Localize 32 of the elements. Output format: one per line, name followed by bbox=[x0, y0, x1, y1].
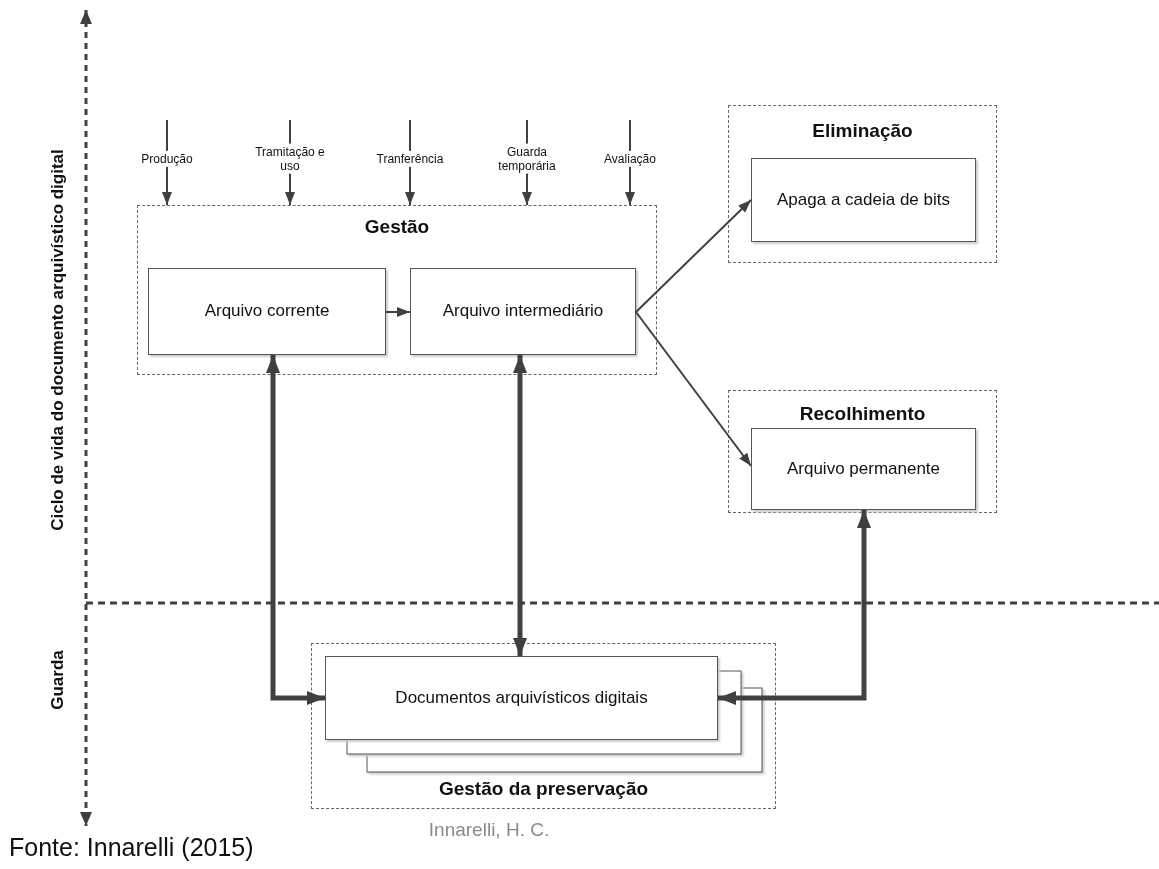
arrow bbox=[635, 199, 752, 313]
edge-label: Tramitação e uso bbox=[254, 143, 326, 174]
process-box bbox=[325, 656, 718, 740]
group-heading: Gestão bbox=[363, 216, 431, 238]
arrow bbox=[635, 311, 752, 467]
box-label: Arquivo permanente bbox=[785, 457, 942, 480]
box-label: Apaga a cadeia de bits bbox=[776, 188, 951, 211]
edge-label: Tranferência bbox=[376, 150, 444, 167]
process-box bbox=[148, 268, 386, 355]
edge-label: Produção bbox=[141, 150, 193, 167]
arrow bbox=[513, 355, 527, 656]
group-frame bbox=[728, 390, 997, 513]
group-frame bbox=[137, 205, 657, 375]
process-box bbox=[751, 158, 976, 242]
axis-label: Guarda bbox=[47, 649, 68, 712]
arrow bbox=[718, 510, 871, 705]
edge-label: Avaliação bbox=[604, 150, 656, 167]
process-box bbox=[751, 428, 976, 510]
caption: Fonte: Innarelli (2015) bbox=[9, 833, 254, 862]
credit-text: Innarelli, H. C. bbox=[427, 818, 551, 842]
axis-label: Ciclo de vida do documento arquivístico digital bbox=[47, 148, 68, 533]
process-box bbox=[410, 268, 636, 355]
group-frame bbox=[728, 105, 997, 263]
box-label: Arquivo corrente bbox=[203, 300, 331, 323]
group-heading: Recolhimento bbox=[798, 403, 927, 425]
box-label: Documentos arquivísticos digitais bbox=[394, 686, 649, 709]
box-label: Arquivo intermediário bbox=[441, 300, 605, 323]
arrow bbox=[266, 355, 325, 705]
group-heading: Gestão da preservação bbox=[437, 778, 650, 800]
group-frame bbox=[311, 643, 776, 809]
arrow bbox=[385, 307, 411, 317]
group-heading: Eliminação bbox=[811, 120, 914, 142]
